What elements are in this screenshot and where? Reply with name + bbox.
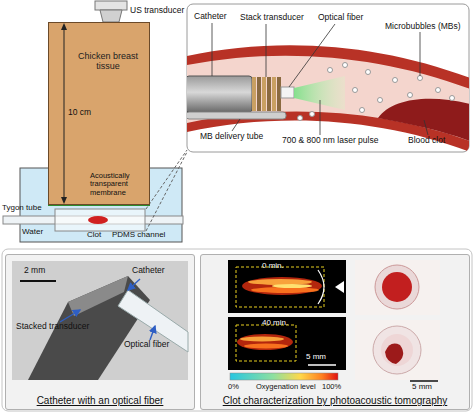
part-label: PDMS channel: [112, 231, 165, 240]
pa-image: [228, 317, 346, 370]
colorbar: [230, 373, 338, 380]
dimension: 10 cm: [68, 108, 91, 117]
catheter-photo: [12, 261, 188, 380]
zoom-line: [146, 150, 187, 209]
part-label: Catheter: [194, 12, 227, 21]
part-label: Water: [22, 228, 43, 237]
us-transducer: [95, 1, 127, 22]
part-label: Acoustically transparent membrane: [90, 172, 150, 197]
zoom-line: [146, 152, 187, 231]
water-tank: [20, 168, 182, 242]
part-label: Stack transducer: [240, 13, 304, 22]
colorbar-tick: 0%: [228, 383, 239, 391]
part-label: Stacked transducer: [16, 322, 89, 331]
part-label: Tygon tube: [2, 204, 42, 213]
catheter-panel: [187, 4, 469, 152]
scale-label: 2 mm: [24, 266, 45, 275]
scale-label: 5 mm: [412, 383, 432, 392]
part-label: Optical fiber: [124, 340, 169, 349]
part-label: US transducer: [130, 6, 184, 15]
leader-lines: [212, 23, 428, 135]
clot-photo: [355, 260, 440, 381]
panel-fill: [5, 254, 195, 410]
colorbar-title: Oxygenation level: [256, 383, 316, 391]
part-label: MB delivery tube: [200, 132, 263, 141]
node-label: Chicken breast tissue: [49, 23, 149, 72]
photo-panel: Catheter with an optical fiber: [5, 254, 195, 410]
colorbar-tick: 100%: [322, 383, 341, 391]
panel-caption: Clot characterization by photoacoustic t…: [201, 395, 469, 406]
part-label: Blood clot: [408, 136, 445, 145]
time-label: 40 min.: [262, 319, 288, 328]
bottom-frame: [2, 249, 472, 411]
part-label: Clot: [87, 231, 101, 240]
part-label: 700 & 800 nm laser pulse: [282, 136, 378, 145]
part-label: Catheter: [132, 266, 165, 275]
pa-image: [228, 260, 346, 313]
panel-fill: [200, 254, 470, 410]
part-label: Optical fiber: [318, 13, 363, 22]
dimension-arrow: [61, 23, 67, 204]
part-label: Microbubbles (MBs): [385, 22, 461, 31]
scale-label: 5 mm: [306, 353, 326, 362]
panel-caption: Catheter with an optical fiber: [6, 395, 194, 406]
chicken-tissue: [48, 22, 150, 205]
vessel-illustration: [187, 45, 469, 152]
time-label: 0 min.: [262, 262, 284, 271]
